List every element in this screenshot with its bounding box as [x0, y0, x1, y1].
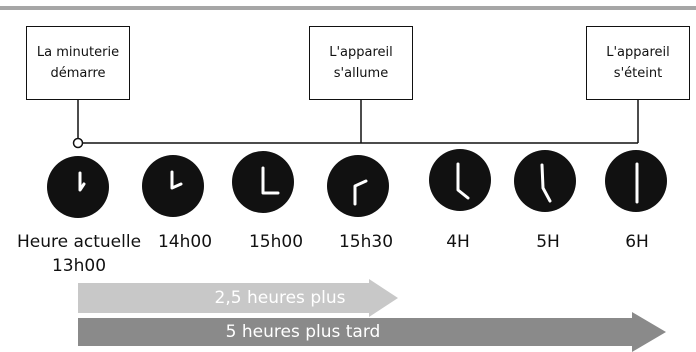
clock-label-6h: 6H — [625, 232, 649, 252]
callout-device-off-label: L'appareil s'éteint — [606, 45, 670, 81]
callout-device-on-label: L'appareil s'allume — [329, 45, 393, 81]
arrow-5-hours — [78, 312, 666, 352]
arrow-2-5-hours — [78, 279, 398, 317]
clock-label-1530: 15h30 — [338, 232, 394, 252]
clock-icon-1300 — [47, 156, 109, 218]
clock-icon-5h — [514, 150, 576, 212]
callout-device-on: L'appareil s'allume — [309, 26, 413, 100]
arrow-short-label: 2,5 heures plus — [214, 288, 346, 308]
callout-timer-start: La minuterie démarre — [26, 26, 130, 100]
clock-label-5h: 5H — [536, 232, 560, 252]
clock-icon-4h — [429, 149, 491, 211]
clock-label-1400: 14h00 — [157, 232, 213, 252]
arrow-long-label: 5 heures plus tard — [225, 322, 381, 342]
clock-icon-1530 — [327, 155, 389, 217]
clock-label-current: Heure actuelle 13h00 — [16, 232, 142, 276]
clock-icon-1400 — [142, 155, 204, 217]
top-rule — [0, 6, 696, 10]
timeline-start-marker — [72, 137, 84, 149]
clock-label-1500: 15h00 — [248, 232, 304, 252]
callout-timer-start-label: La minuterie démarre — [36, 45, 120, 81]
callout-device-off: L'appareil s'éteint — [586, 26, 690, 100]
clock-label-4h: 4H — [446, 232, 470, 252]
clock-icon-6h — [605, 150, 667, 212]
clock-icon-1500 — [232, 151, 294, 213]
